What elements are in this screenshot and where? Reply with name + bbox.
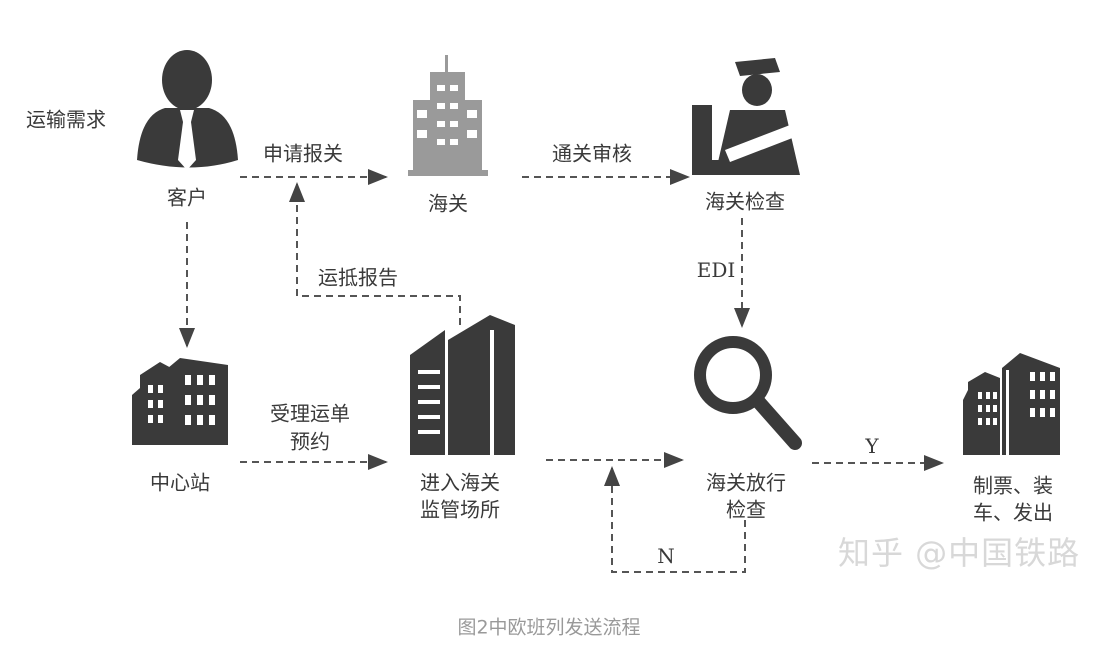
label-enter-1: 进入海关 [420,470,500,495]
center-station-building-icon [132,358,228,445]
label-customs: 海关 [428,191,468,216]
figure-caption: 图2中欧班列发送流程 [457,616,641,639]
label-final-2: 车、发出 [973,500,1053,525]
label-inspection: 海关检查 [705,189,785,214]
label-final-1: 制票、装 [973,473,1053,498]
supervision-site-building-icon [410,315,515,455]
arrow-no-loop [604,466,746,573]
label-apply-declare: 申请报关 [263,141,343,166]
customs-building-icon [408,55,488,176]
label-demand: 运输需求 [26,107,106,132]
label-yes: Y [865,434,879,458]
label-review: 通关审核 [552,141,632,166]
label-accept-waybill-2: 预约 [290,429,330,454]
label-release-1: 海关放行 [706,470,786,495]
label-center-station: 中心站 [150,470,210,495]
label-no: N [657,544,675,568]
label-arrival-report: 运抵报告 [318,265,398,290]
label-edi: EDI [696,258,736,282]
label-enter-2: 监管场所 [420,497,500,522]
watermark: 知乎 @中国铁路 [838,534,1081,572]
label-customer: 客户 [167,185,207,210]
dispatch-building-icon [963,353,1060,455]
customs-officer-icon [692,58,800,175]
magnifier-icon [694,336,802,450]
label-release-2: 检查 [726,497,766,522]
customer-person-icon [137,50,238,170]
arrow-arrival-report [289,182,461,325]
label-accept-waybill-1: 受理运单 [270,401,350,426]
